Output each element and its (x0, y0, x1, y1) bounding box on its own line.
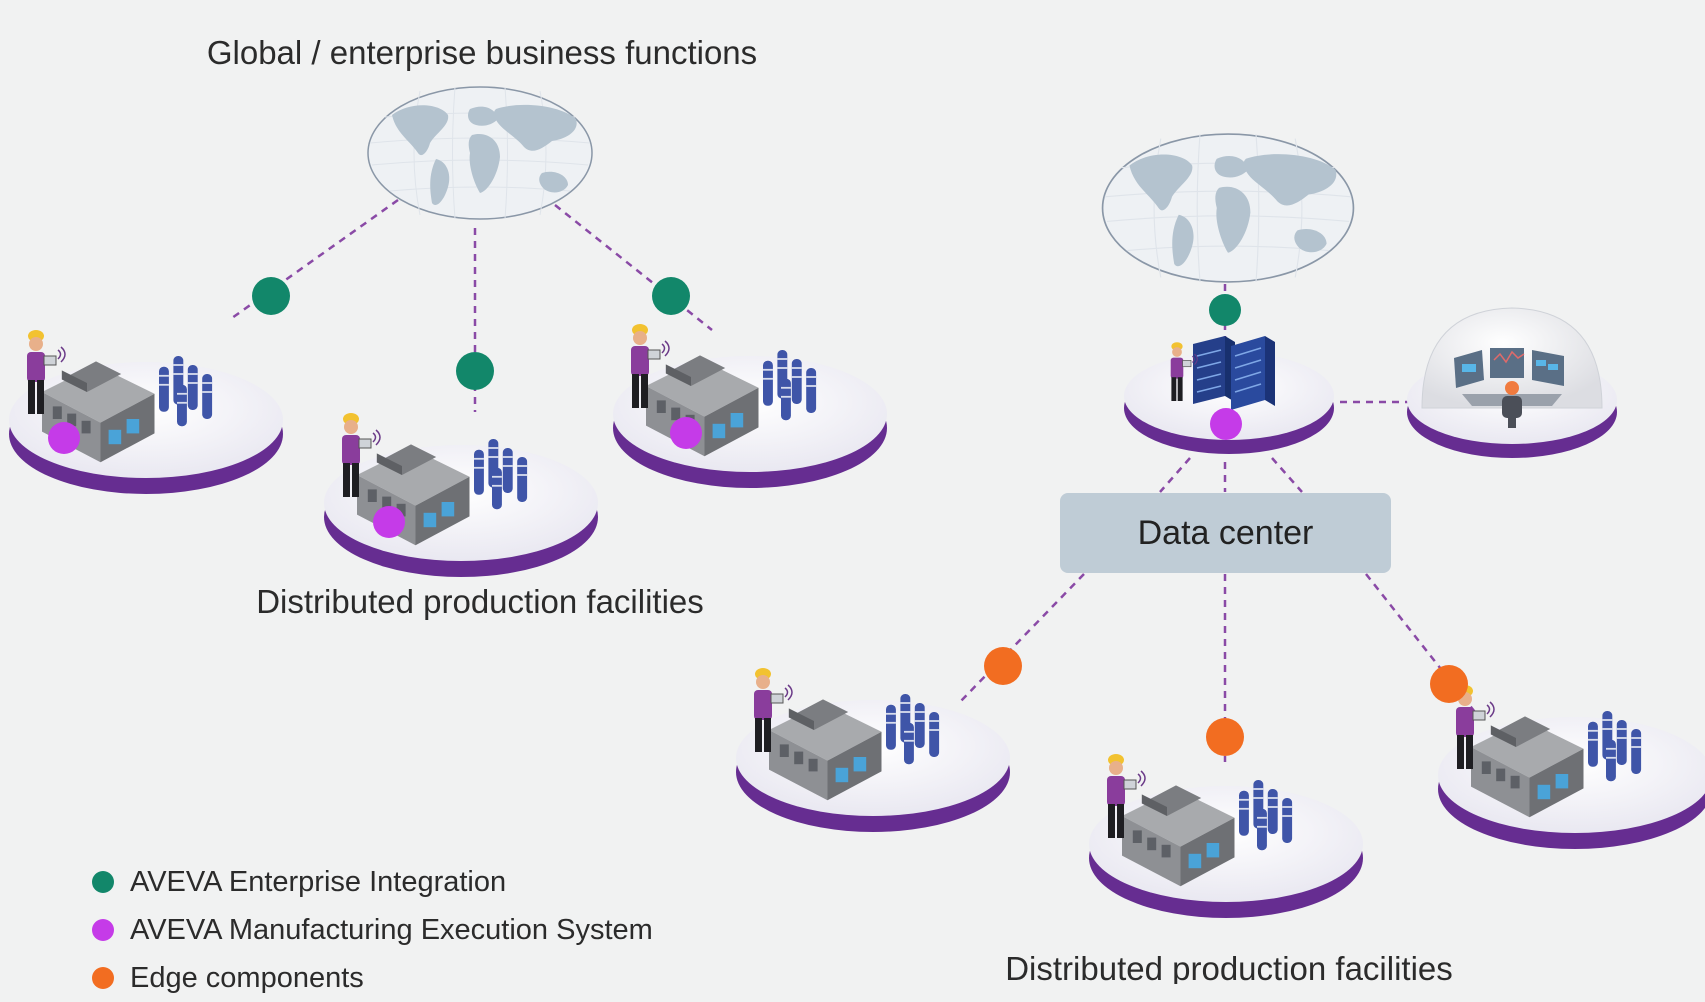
enterprise-integration-marker (652, 277, 690, 315)
globe-icon (367, 86, 593, 220)
enterprise-integration-marker (1209, 294, 1241, 326)
mes-marker (48, 422, 80, 454)
server-platform (1124, 336, 1334, 454)
legend-label: AVEVA Manufacturing Execution System (130, 913, 653, 946)
edge-component-marker (1430, 665, 1468, 703)
magenta-dot-icon (92, 919, 114, 941)
control-room-icon (1421, 307, 1603, 428)
facility-right-2 (1089, 753, 1363, 918)
green-dot-icon (92, 871, 114, 893)
mes-marker (670, 417, 702, 449)
legend-label: AVEVA Enterprise Integration (130, 865, 507, 898)
legend-label: Edge components (130, 961, 364, 994)
orange-dot-icon (92, 967, 114, 989)
enterprise-integration-marker (252, 277, 290, 315)
legend-item-enterprise-integration: AVEVA Enterprise Integration (92, 858, 653, 906)
server-rack-icon (1193, 336, 1275, 410)
mes-marker (1210, 408, 1242, 440)
facility-right-3 (1438, 684, 1705, 849)
mes-marker (373, 506, 405, 538)
facility-left-1 (9, 329, 283, 494)
enterprise-integration-marker (456, 352, 494, 390)
left-footer: Distributed production facilities (256, 583, 704, 620)
left-title: Global / enterprise business functions (207, 34, 757, 71)
facility-left-3 (613, 323, 887, 488)
legend-item-edge: Edge components (92, 954, 653, 1002)
edge-component-marker (984, 647, 1022, 685)
legend-item-mes: AVEVA Manufacturing Execution System (92, 906, 653, 954)
facility-right-1 (736, 667, 1010, 832)
edge-component-marker (1206, 718, 1244, 756)
right-footer: Distributed production facilities (1005, 950, 1453, 984)
data-center-box (1060, 493, 1391, 573)
globe-icon (1101, 133, 1355, 283)
facility-left-2 (324, 412, 598, 577)
control-room-platform (1407, 307, 1617, 458)
legend: AVEVA Enterprise Integration AVEVA Manuf… (92, 858, 653, 1002)
